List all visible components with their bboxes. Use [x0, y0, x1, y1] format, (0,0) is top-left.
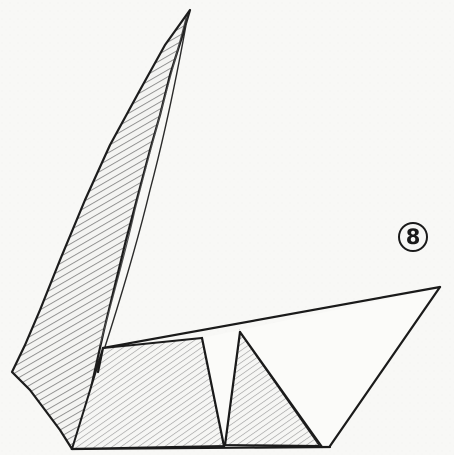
step-number: 8 [406, 225, 421, 249]
